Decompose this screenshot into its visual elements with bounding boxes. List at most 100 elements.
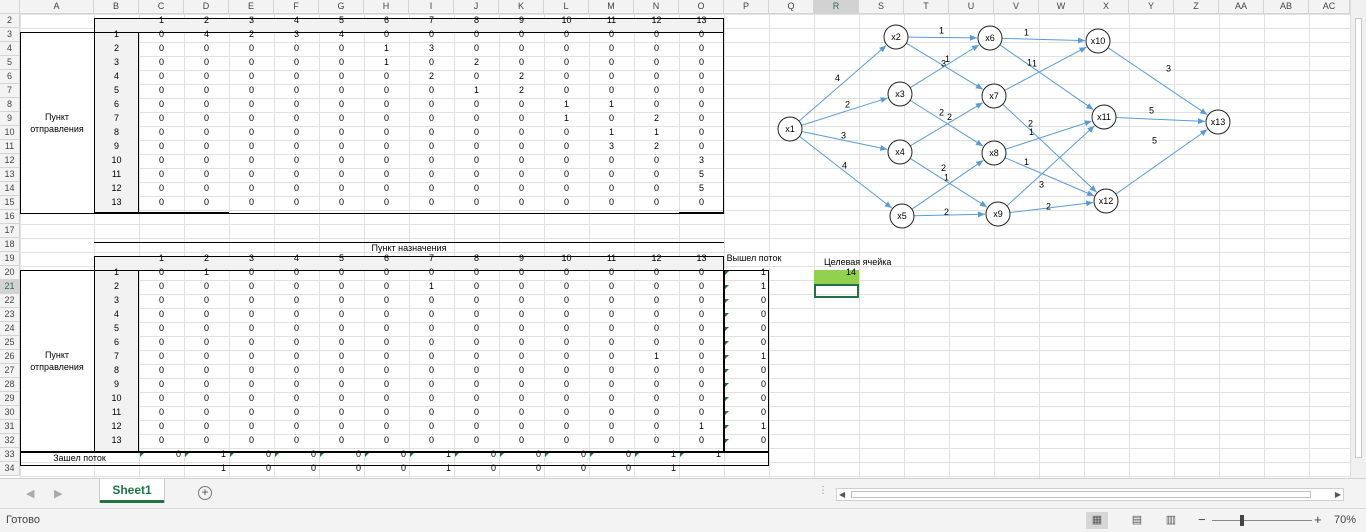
- column-header-n[interactable]: N: [634, 0, 679, 14]
- row-header-12[interactable]: 12: [0, 154, 20, 168]
- zoom-slider-thumb[interactable]: [1240, 515, 1244, 526]
- column-header-t[interactable]: T: [904, 0, 949, 14]
- column-header-r[interactable]: R: [814, 0, 859, 14]
- column-header-p[interactable]: P: [724, 0, 769, 14]
- next-sheet-icon[interactable]: ▶: [54, 488, 63, 500]
- row-header-29[interactable]: 29: [0, 392, 20, 406]
- add-sheet-icon[interactable]: +: [198, 486, 212, 500]
- vertical-scrollbar[interactable]: [1350, 0, 1366, 478]
- zoom-in-icon[interactable]: +: [1314, 512, 1322, 527]
- horizontal-scroll-thumb[interactable]: [851, 491, 1311, 498]
- zoom-out-icon[interactable]: −: [1198, 512, 1206, 527]
- row-header-3[interactable]: 3: [0, 28, 20, 42]
- row-header-33[interactable]: 33: [0, 448, 20, 462]
- edge-x6-x10[interactable]: [1001, 37, 1086, 44]
- edge-x11-x13[interactable]: [1115, 117, 1206, 125]
- row-header-8[interactable]: 8: [0, 98, 20, 112]
- column-header-x[interactable]: X: [1084, 0, 1129, 14]
- column-header-j[interactable]: J: [454, 0, 499, 14]
- column-header-u[interactable]: U: [949, 0, 994, 14]
- row-header-10[interactable]: 10: [0, 126, 20, 140]
- row-header-24[interactable]: 24: [0, 322, 20, 336]
- edge-x7-x12[interactable]: [1002, 103, 1097, 193]
- column-header-o[interactable]: O: [679, 0, 724, 14]
- sheet-tab-sheet1[interactable]: Sheet1: [100, 479, 164, 503]
- edge-x12-x13[interactable]: [1115, 129, 1208, 195]
- column-header-ac[interactable]: AC: [1309, 0, 1350, 14]
- column-header-d[interactable]: D: [184, 0, 229, 14]
- node-x3[interactable]: [887, 81, 913, 107]
- page-layout-view-icon[interactable]: ▤: [1131, 514, 1143, 526]
- scroll-left-icon[interactable]: ◀: [839, 490, 846, 499]
- edge-x1-x2[interactable]: [798, 45, 887, 122]
- edge-x7-x10[interactable]: [1004, 46, 1087, 91]
- column-header-h[interactable]: H: [364, 0, 409, 14]
- node-x10[interactable]: [1085, 28, 1111, 54]
- node-x8[interactable]: [981, 140, 1007, 166]
- row-header-23[interactable]: 23: [0, 308, 20, 322]
- row-header-2[interactable]: 2: [0, 14, 20, 28]
- row-header-18[interactable]: 18: [0, 238, 20, 252]
- column-header-ab[interactable]: AB: [1264, 0, 1309, 14]
- prev-sheet-icon[interactable]: ◀: [26, 488, 35, 500]
- row-header-9[interactable]: 9: [0, 112, 20, 126]
- node-x1[interactable]: [777, 116, 803, 142]
- node-x9[interactable]: [985, 201, 1011, 227]
- page-break-view-icon[interactable]: ▥: [1165, 514, 1177, 526]
- column-header-b[interactable]: B: [94, 0, 139, 14]
- column-header-q[interactable]: Q: [769, 0, 814, 14]
- row-header-20[interactable]: 20: [0, 266, 20, 280]
- node-x2[interactable]: [883, 24, 909, 50]
- row-header-26[interactable]: 26: [0, 350, 20, 364]
- node-x12[interactable]: [1093, 188, 1119, 214]
- column-header-y[interactable]: Y: [1129, 0, 1174, 14]
- edge-x1-x4[interactable]: [801, 130, 888, 151]
- row-header-14[interactable]: 14: [0, 182, 20, 196]
- row-header-17[interactable]: 17: [0, 224, 20, 238]
- edge-x1-x3[interactable]: [801, 97, 888, 126]
- column-header-l[interactable]: L: [544, 0, 589, 14]
- tab-splitter-icon[interactable]: ⋮: [818, 485, 828, 496]
- node-x5[interactable]: [889, 203, 915, 229]
- row-header-5[interactable]: 5: [0, 56, 20, 70]
- column-header-k[interactable]: K: [499, 0, 544, 14]
- node-x7[interactable]: [981, 83, 1007, 109]
- edge-x3-x8[interactable]: [909, 99, 984, 147]
- row-header-28[interactable]: 28: [0, 378, 20, 392]
- edge-x6-x11[interactable]: [999, 44, 1094, 111]
- column-header-z[interactable]: Z: [1174, 0, 1219, 14]
- row-header-16[interactable]: 16: [0, 210, 20, 224]
- column-header-w[interactable]: W: [1039, 0, 1084, 14]
- row-header-34[interactable]: 34: [0, 462, 20, 476]
- edge-x5-x9[interactable]: [913, 211, 986, 218]
- zoom-slider[interactable]: [1212, 520, 1312, 521]
- column-header-v[interactable]: V: [994, 0, 1039, 14]
- row-header-30[interactable]: 30: [0, 406, 20, 420]
- edge-x9-x11[interactable]: [1006, 125, 1095, 207]
- row-header-15[interactable]: 15: [0, 196, 20, 210]
- row-header-32[interactable]: 32: [0, 434, 20, 448]
- column-header-a[interactable]: A: [20, 0, 94, 14]
- column-header-g[interactable]: G: [319, 0, 364, 14]
- edge-x8-x12[interactable]: [1004, 157, 1095, 197]
- column-header-e[interactable]: E: [229, 0, 274, 14]
- normal-view-icon[interactable]: ▦: [1086, 512, 1108, 529]
- row-header-11[interactable]: 11: [0, 140, 20, 154]
- edge-x2-x6[interactable]: [907, 34, 978, 41]
- edge-x4-x9[interactable]: [909, 157, 988, 208]
- column-header-c[interactable]: C: [139, 0, 184, 14]
- edge-x10-x13[interactable]: [1107, 47, 1208, 116]
- edge-x4-x7[interactable]: [910, 102, 984, 147]
- row-header-21[interactable]: 21: [0, 280, 20, 294]
- horizontal-scrollbar[interactable]: ◀ ▶: [836, 488, 1344, 501]
- edge-x9-x12[interactable]: [1009, 200, 1094, 214]
- zoom-level[interactable]: 70%: [1334, 514, 1357, 526]
- node-x6[interactable]: [977, 25, 1003, 51]
- column-header-f[interactable]: F: [274, 0, 319, 14]
- row-header-6[interactable]: 6: [0, 70, 20, 84]
- edge-x1-x5[interactable]: [799, 135, 893, 209]
- row-header-31[interactable]: 31: [0, 420, 20, 434]
- row-header-25[interactable]: 25: [0, 336, 20, 350]
